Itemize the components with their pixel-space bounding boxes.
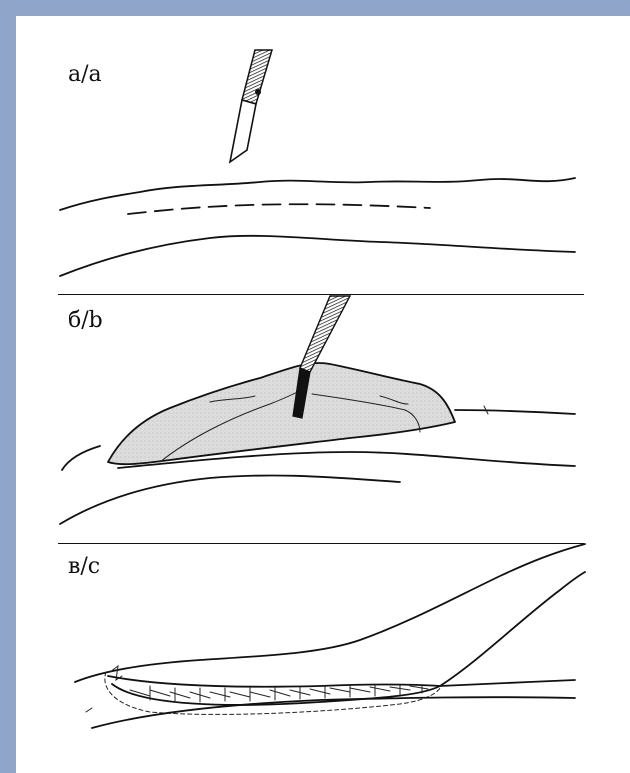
skin-contour-upper-c <box>75 544 585 682</box>
exposed-tissue <box>108 363 455 464</box>
skin-contour-upper <box>60 178 575 210</box>
skin-contour-right-c <box>440 680 575 686</box>
scalpel-icon <box>230 50 272 162</box>
skin-contour-lower-b <box>60 475 400 524</box>
panel-a-label: а/a <box>68 64 102 86</box>
skin-contour-upper-b <box>455 410 575 414</box>
skin-contour-lower <box>60 236 575 276</box>
panel-divider-ab <box>58 294 584 295</box>
suture-line-upper <box>108 676 440 687</box>
panel-b-label: б/b <box>68 310 103 332</box>
incision-dashed-line <box>128 204 430 214</box>
panel-c-label: в/c <box>68 556 100 578</box>
panel-c-drawing <box>75 544 585 728</box>
skin-contour-branch-c <box>440 572 585 686</box>
panel-a-drawing <box>60 50 575 276</box>
panel-divider-bc <box>58 543 584 544</box>
panel-b-drawing <box>60 296 575 524</box>
